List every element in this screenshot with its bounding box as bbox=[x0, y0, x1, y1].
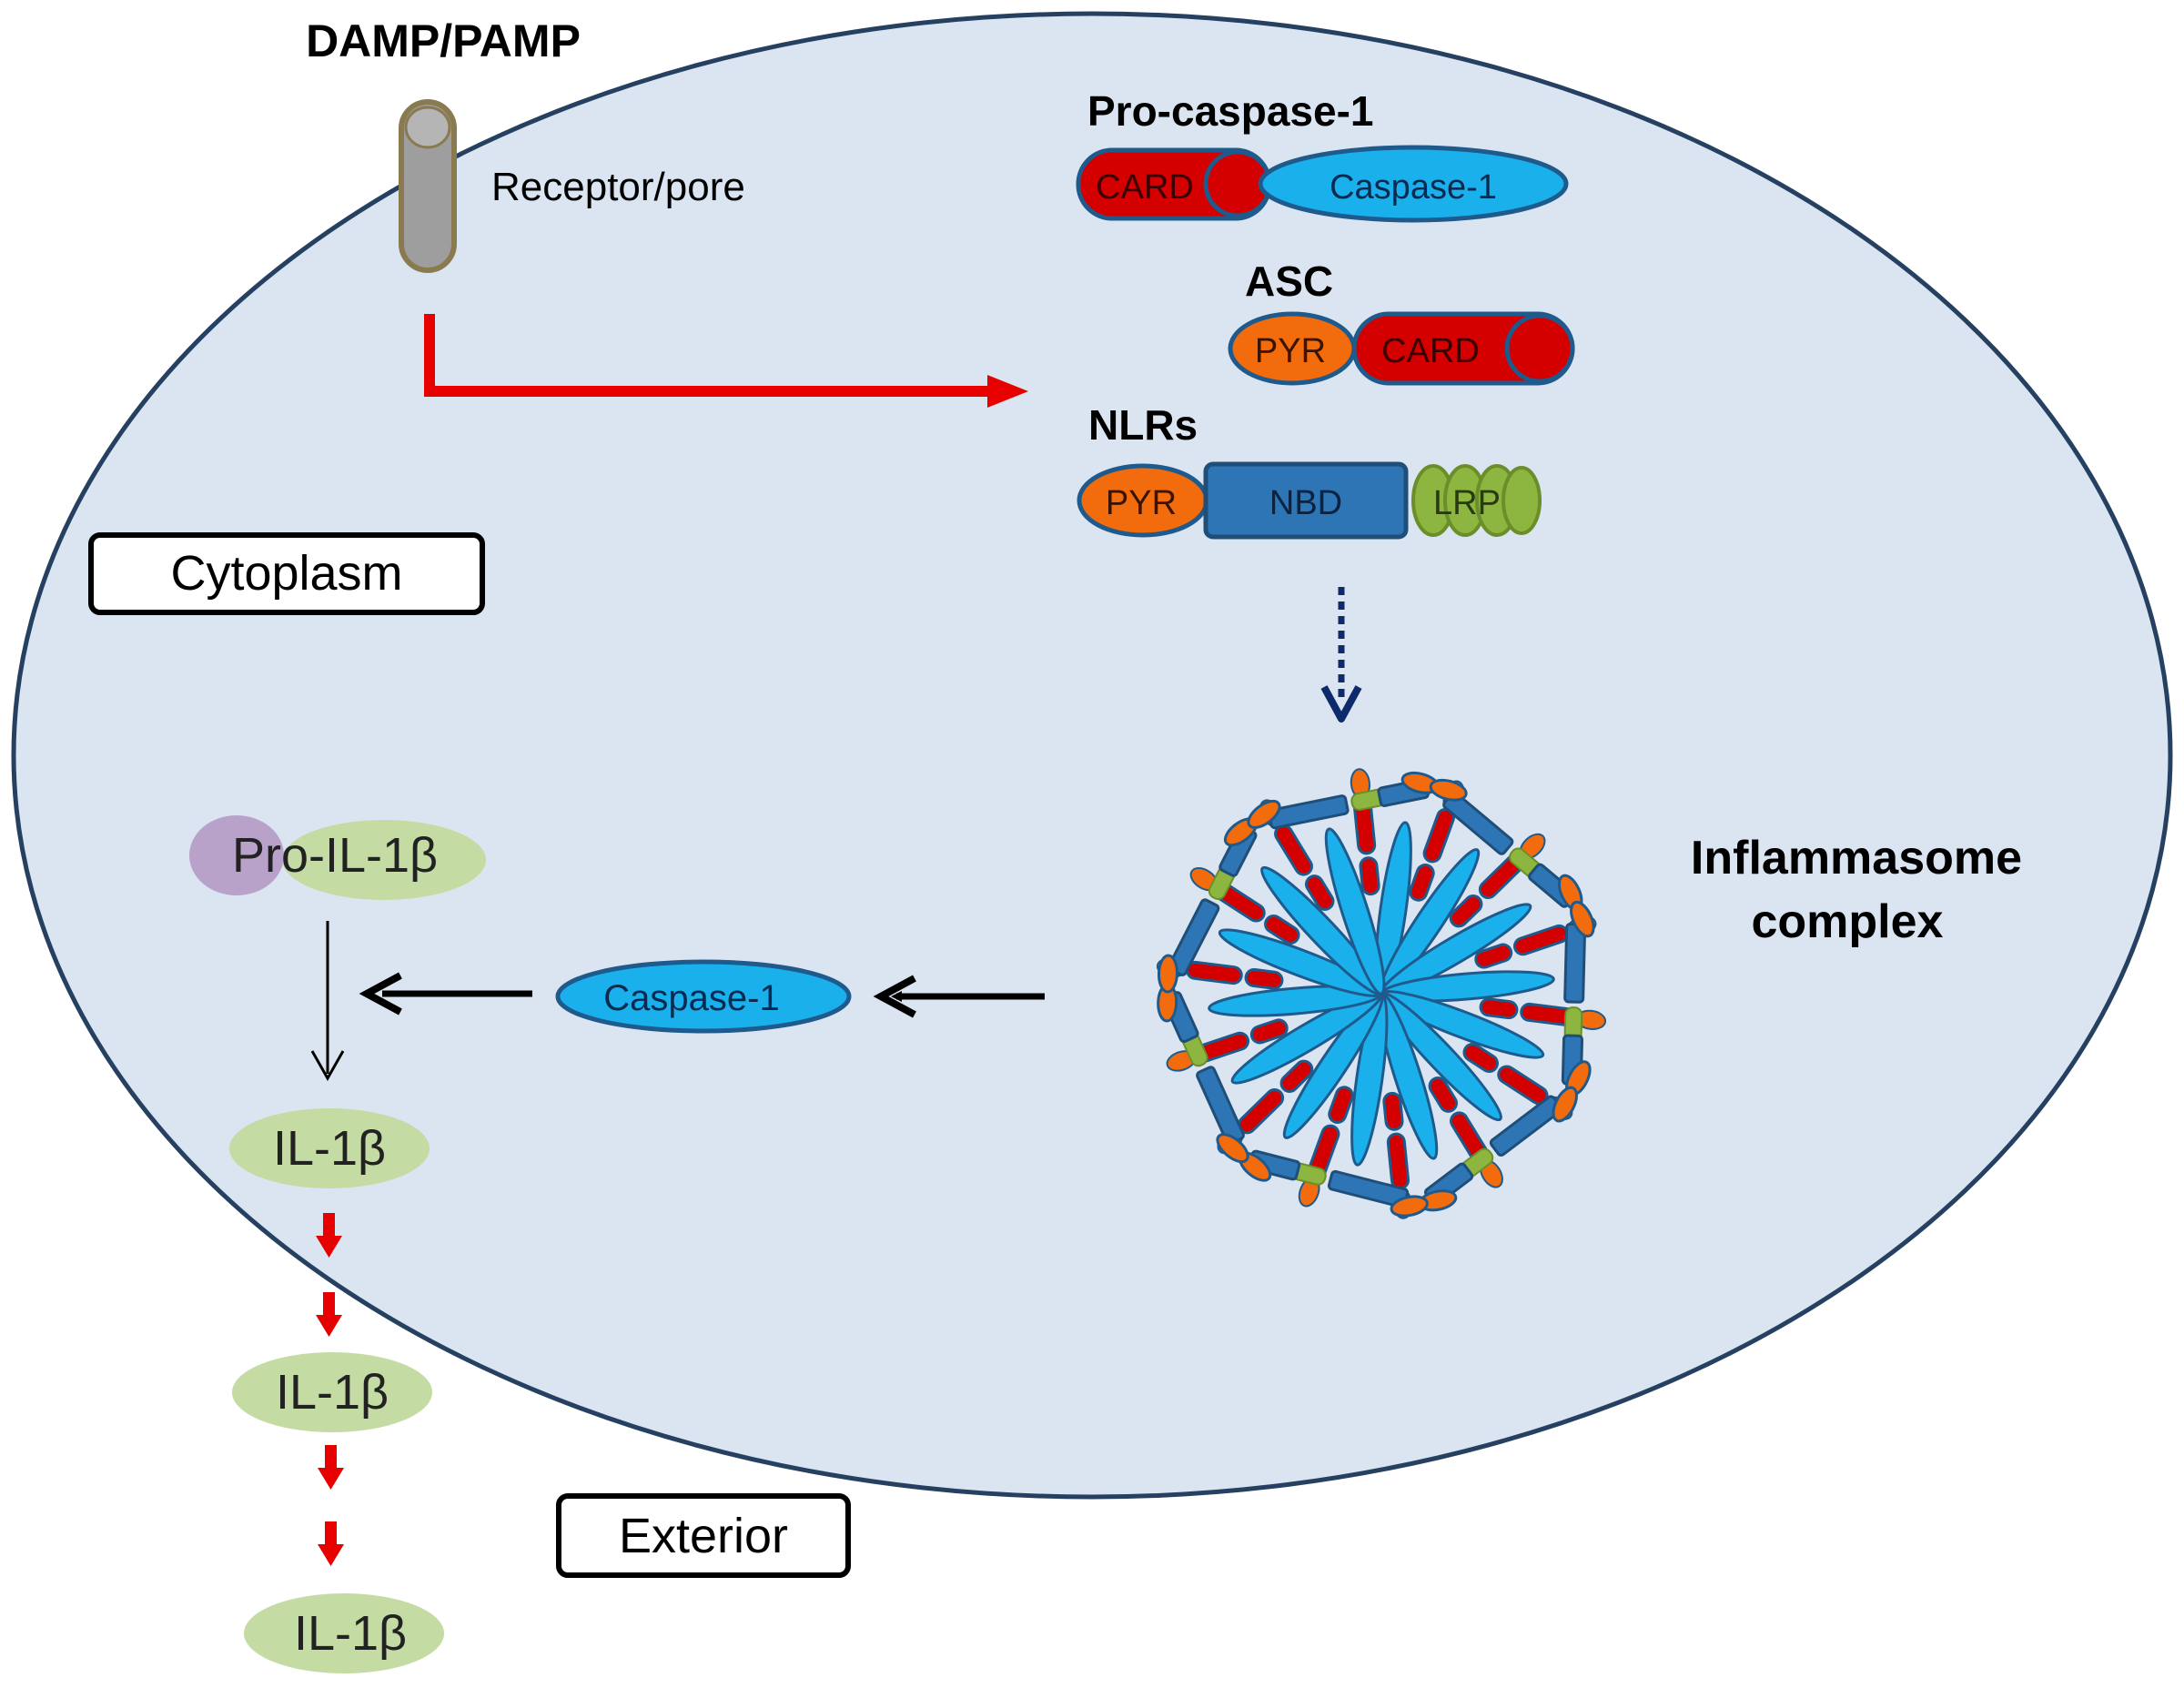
asc-card-knob bbox=[1504, 313, 1575, 384]
nlrs-label: NLRs bbox=[1088, 401, 1198, 449]
il-1b-exterior bbox=[244, 1593, 444, 1673]
receptor-pore-label: Receptor/pore bbox=[491, 165, 745, 209]
inflammasome-label-line2: complex bbox=[1752, 895, 1944, 948]
inflammasome-vertex bbox=[1157, 954, 1178, 1023]
exterior-box bbox=[556, 1493, 851, 1578]
active-caspase-1 bbox=[555, 959, 852, 1034]
inflammasome-vertex bbox=[1400, 771, 1468, 802]
inflammasome-asc-spoke bbox=[1350, 768, 1380, 896]
inflammasome-vertex bbox=[1223, 799, 1281, 847]
inflammasome-asc-spoke bbox=[1479, 997, 1607, 1030]
nlr-lrp-bead-4 bbox=[1502, 466, 1542, 535]
active-caspase-1-label: Caspase-1 bbox=[603, 978, 779, 1018]
pro-caspase-card-label: CARD bbox=[1096, 168, 1194, 207]
inflammasome-asc-spoke bbox=[1382, 1091, 1413, 1219]
secretion-arrow-3 bbox=[318, 1445, 344, 1490]
inflammasome-vertex bbox=[1557, 874, 1595, 938]
inflammasome-pyr-caps bbox=[1157, 771, 1595, 1218]
asc-pyr-label: PYR bbox=[1255, 332, 1326, 370]
inflammasome-caspase-petals bbox=[1208, 821, 1555, 1167]
assembly-arrow bbox=[1320, 582, 1362, 723]
arrow-complex-to-caspase-head bbox=[873, 975, 916, 1018]
exterior-label: Exterior bbox=[619, 1509, 788, 1563]
inflammasome-vertex bbox=[1552, 1060, 1592, 1123]
secretion-arrow-2 bbox=[316, 1292, 342, 1337]
asc-card-label: CARD bbox=[1381, 332, 1480, 370]
secretion-arrow-4 bbox=[318, 1521, 344, 1566]
signal-arrow-line bbox=[424, 314, 992, 397]
pro-il-1b-label: Pro-IL-1β bbox=[232, 828, 438, 883]
pro-caspase-caspase-label: Caspase-1 bbox=[1330, 168, 1497, 207]
nlr-nbd-domain bbox=[1203, 461, 1409, 540]
inflammasome-nlr-edge bbox=[1561, 922, 1587, 1086]
signal-arrow-head bbox=[987, 375, 1028, 408]
pro-caspase-1-label: Pro-caspase-1 bbox=[1087, 87, 1374, 135]
nlr-nbd-label: NBD bbox=[1269, 484, 1342, 522]
arrow-pro-to-il1b-head bbox=[310, 1050, 345, 1082]
inflammasome-ring bbox=[1156, 768, 1607, 1219]
asc-molecule: PYR CARD bbox=[1228, 311, 1575, 386]
il-1b-secreting-label: IL-1β bbox=[276, 1365, 389, 1420]
inflammasome-petal bbox=[1324, 827, 1386, 996]
receptor-pore-top bbox=[404, 106, 451, 149]
il-1b-exterior-label: IL-1β bbox=[294, 1606, 407, 1661]
pro-il-1b-body bbox=[282, 820, 486, 900]
damp-pamp-label: DAMP/PAMP bbox=[306, 15, 581, 66]
asc-label: ASC bbox=[1245, 258, 1333, 305]
cytoplasm-box bbox=[88, 532, 485, 615]
arrow-caspase-to-prl-head bbox=[359, 972, 402, 1016]
pro-il-1b-prodomain bbox=[189, 815, 284, 895]
cell-membrane bbox=[11, 11, 2173, 1500]
inflammasome-vertex bbox=[1390, 1189, 1458, 1218]
inflammasome-asc-spokes bbox=[1156, 768, 1607, 1219]
pro-caspase-1-molecule: CARD Caspase-1 bbox=[1076, 145, 1569, 223]
inflammasome-nlr-edge bbox=[1442, 791, 1577, 908]
il-1b-mature bbox=[229, 1108, 430, 1188]
il-1b-mature-label: IL-1β bbox=[273, 1121, 386, 1176]
cytoplasm-label: Cytoplasm bbox=[170, 546, 402, 601]
inflammasome-asc-spoke bbox=[1298, 1086, 1354, 1208]
pro-caspase-caspase-domain bbox=[1258, 145, 1569, 223]
inflammasome-vertex bbox=[1216, 1133, 1272, 1182]
nlr-lrp-label: LRP bbox=[1433, 484, 1501, 522]
secretion-arrow-1 bbox=[316, 1213, 342, 1258]
il-1b-secreting bbox=[232, 1352, 432, 1432]
nlr-pyr-label: PYR bbox=[1106, 484, 1177, 522]
inflammasome-label-line1: Inflammasome bbox=[1691, 832, 2022, 884]
nlr-molecule: PYR LRP NBD bbox=[1077, 461, 1542, 540]
